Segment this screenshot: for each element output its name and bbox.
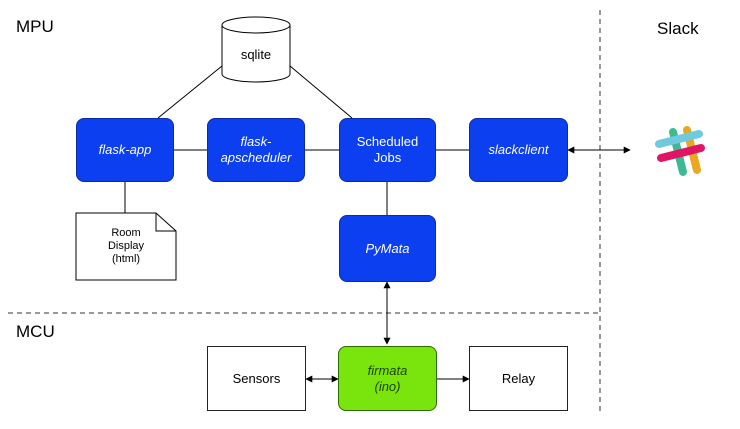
slackclient-node: slackclient [469, 118, 568, 182]
flask-app-node: flask-app [76, 118, 174, 182]
sensors-node: Sensors [207, 346, 306, 411]
scheduled-jobs-node: Scheduled Jobs [339, 118, 436, 182]
sqlite-label: sqlite [240, 47, 272, 62]
pymata-node: PyMata [339, 215, 436, 282]
firmata-node: firmata (ino) [338, 346, 437, 411]
relay-label: Relay [501, 370, 536, 386]
sensors-label: Sensors [232, 370, 281, 386]
flask-apscheduler-node: flask- apscheduler [207, 118, 305, 182]
pymata-label: PyMata [365, 240, 410, 256]
scheduled-jobs-label: Scheduled Jobs [356, 134, 419, 165]
relay-node: Relay [469, 346, 568, 411]
sqlite-database-icon [221, 16, 291, 83]
flask-app-label: flask-app [98, 142, 152, 157]
document-fold [155, 213, 176, 232]
connector-sqlite-flask-app [157, 65, 223, 119]
region-label-slack: Slack [657, 19, 699, 38]
region-label-mcu: MCU [16, 322, 55, 341]
slack-logo-icon [655, 126, 705, 176]
region-label-mpu: MPU [16, 17, 54, 36]
slackclient-label: slackclient [488, 142, 549, 157]
room-display-document-shape [75, 212, 177, 281]
firmata-label: firmata (ino) [367, 362, 408, 394]
room-display-label: Room Display (html) [107, 227, 145, 265]
flask-apscheduler-label: flask- apscheduler [220, 134, 292, 165]
connector-sqlite-scheduled-jobs [289, 65, 353, 119]
